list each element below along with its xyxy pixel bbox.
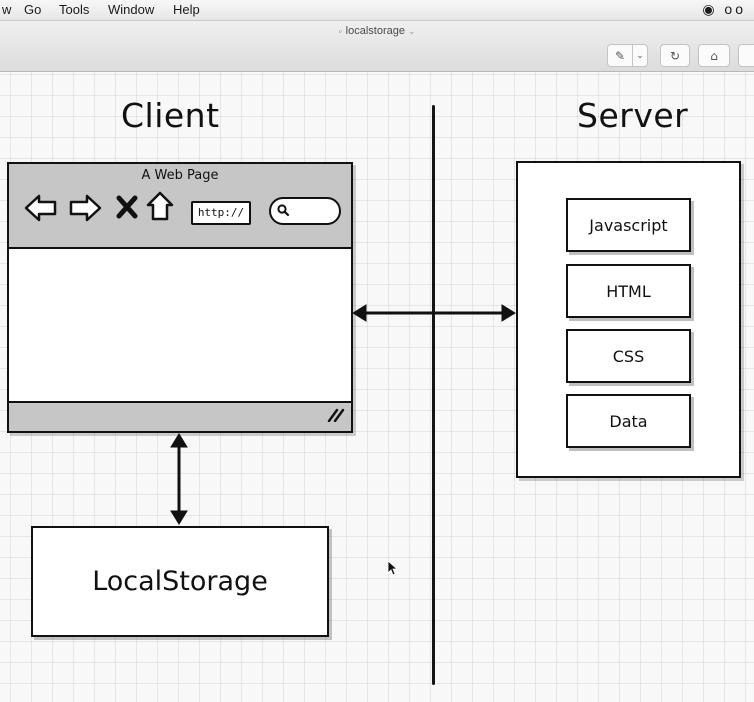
server-item-data[interactable]: Data [566,394,691,448]
rotate-button[interactable]: ↻ [660,44,690,67]
document-title-text: localstorage [345,25,405,37]
forward-arrow-icon [69,194,102,222]
browser-storage-arrow[interactable] [170,433,188,525]
document-title[interactable]: ▫localstorage⌄ [0,25,754,37]
close-icon [116,195,138,219]
chevron-down-icon: ⌄ [407,26,416,36]
rotate-icon: ↻ [669,48,681,63]
search-icon [277,204,290,217]
toolbox-button[interactable]: ⌂ [698,44,730,67]
title-bar: ▫localstorage⌄ ✎ ⌄ ↻ ⌂ [0,21,754,72]
menu-item-view[interactable]: w [2,2,12,17]
client-heading: Client [121,96,220,135]
pen-tool-button[interactable]: ✎ [607,44,633,67]
menu-item-go[interactable]: Go [24,2,42,17]
localstorage-box[interactable]: LocalStorage [31,526,329,637]
chevron-down-icon: ⌄ [636,50,644,61]
pen-tool-dropdown[interactable]: ⌄ [632,44,648,67]
client-server-divider [432,105,435,685]
document-icon: ▫ [338,26,342,36]
briefcase-icon: ⌂ [710,48,718,63]
drawing-canvas[interactable]: Client Server A Web Page http:// [0,72,754,702]
server-item-javascript[interactable]: Javascript [566,198,691,252]
resize-handle-icon [327,408,345,422]
pen-icon: ✎ [614,48,626,63]
browser-mockup[interactable]: A Web Page http:// [7,162,353,433]
menu-item-help[interactable]: Help [173,2,200,17]
client-server-arrow[interactable] [352,304,516,322]
back-arrow-icon [24,194,57,222]
menu-item-tools[interactable]: Tools [59,2,90,17]
browser-title: A Web Page [141,168,219,183]
more-button[interactable] [738,44,754,67]
browser-status-bar [9,401,351,431]
connector-arrows [170,304,516,525]
server-item-css[interactable]: CSS [566,329,691,383]
search-box [269,197,341,225]
home-icon [146,191,174,221]
menu-bar: w Go Tools Window Help ◉ ᴏᴏ [0,0,754,21]
browser-chrome: A Web Page http:// [9,164,351,249]
mouse-cursor-icon [387,560,397,576]
menu-item-window[interactable]: Window [108,2,155,17]
server-box[interactable]: Javascript HTML CSS Data [516,161,741,478]
menu-status-icons[interactable]: ◉ ᴏᴏ [702,1,746,17]
address-bar: http:// [191,201,251,225]
server-item-html[interactable]: HTML [566,264,691,318]
server-heading: Server [577,96,689,135]
